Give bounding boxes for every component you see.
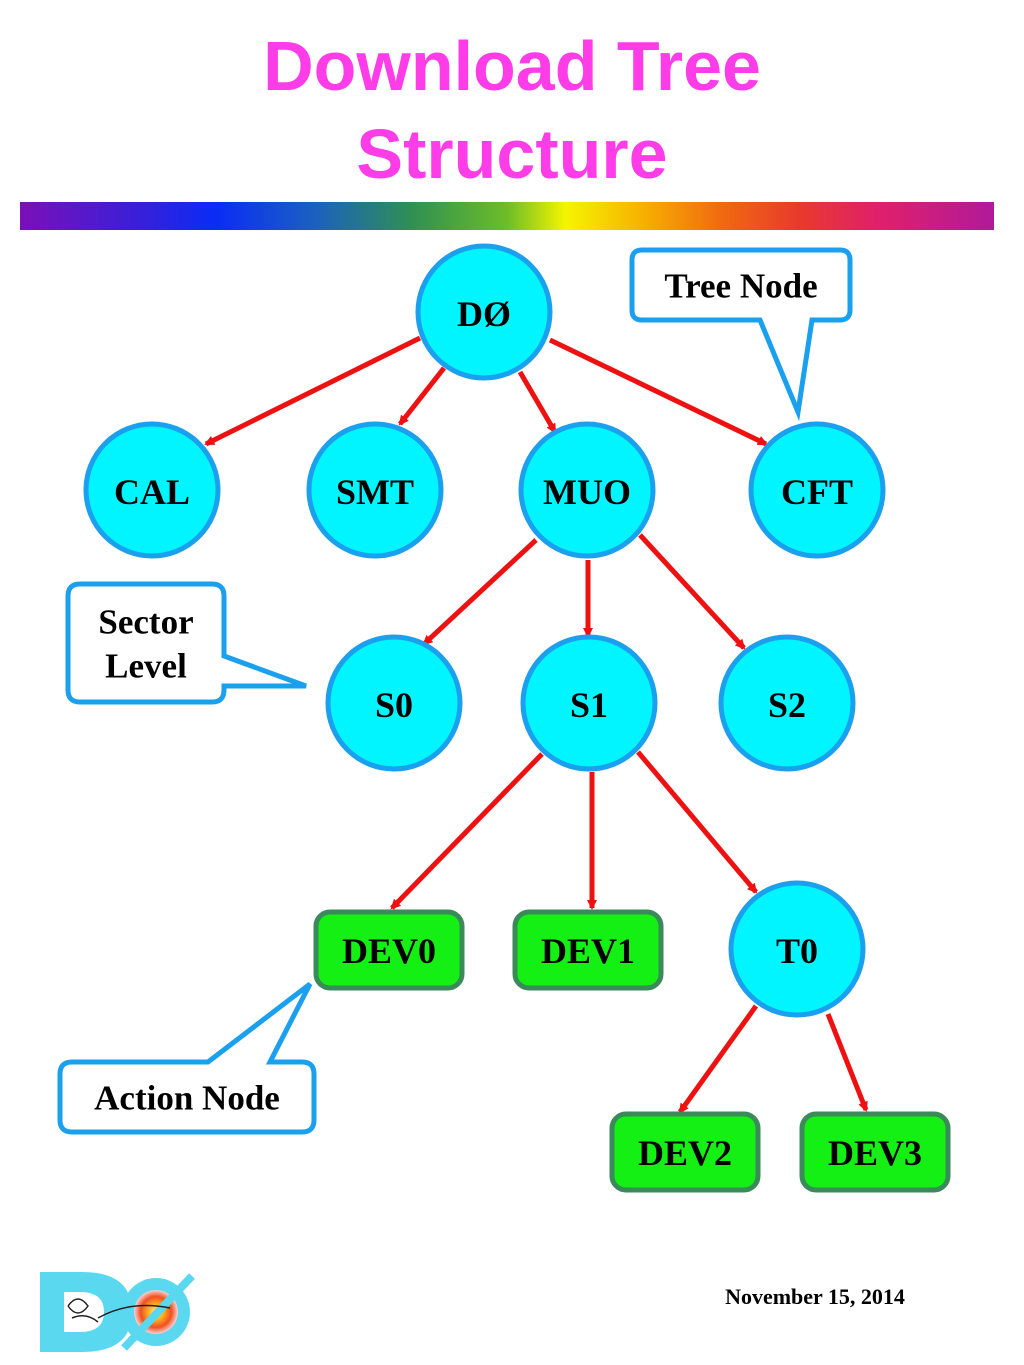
edge-d0-cft [548,337,768,447]
slide-date: November 15, 2014 [725,1284,905,1309]
title-line-1: Download Tree [263,27,761,105]
edge-muo-s2 [638,533,746,650]
tree-nodes [83,243,886,1018]
node-dev2-label: DEV2 [638,1133,732,1173]
node-dev3[interactable] [799,1111,951,1193]
d0-logo [40,1272,195,1352]
edge-s1-dev0 [390,752,544,910]
node-cal[interactable] [83,421,221,559]
edge-s1-t0 [636,750,758,894]
tree-edges [204,335,869,1114]
callout-sector-level-line2: Level [105,647,187,686]
node-smt[interactable] [306,421,444,559]
node-cft[interactable] [748,421,886,559]
callout-tree-node-label: Tree Node [664,267,817,306]
node-dev1-label: DEV1 [541,931,635,971]
node-s0[interactable] [325,634,463,772]
node-s2-label: S2 [768,685,806,725]
slide-title: Download Tree Structure [0,22,1024,198]
node-t0-label: T0 [776,931,818,971]
node-dev2[interactable] [609,1111,761,1193]
node-cft-label: CFT [781,472,853,512]
node-dev0-label: DEV0 [342,931,436,971]
node-muo-label: MUO [543,472,631,512]
edge-d0-cal [204,335,422,447]
callout-tree-node: Tree Node [629,247,853,422]
callout-action-node: Action Node [57,982,317,1135]
node-dev1[interactable] [512,909,664,991]
node-s0-label: S0 [375,685,413,725]
edge-t0-dev2 [677,1004,759,1114]
node-dev3-label: DEV3 [828,1133,922,1173]
node-muo[interactable] [518,421,656,559]
node-t0[interactable] [728,880,866,1018]
rainbow-divider [20,202,994,230]
node-s1-label: S1 [570,685,608,725]
edge-t0-dev3 [825,1013,869,1112]
node-dev0[interactable] [313,909,465,991]
edge-d0-smt [398,366,446,426]
edge-muo-s0 [422,538,538,646]
callout-sector-level: Sector Level [65,581,307,705]
callout-action-node-label: Action Node [94,1079,280,1118]
callout-sector-level-line1: Sector [98,603,193,642]
node-cal-label: CAL [114,472,190,512]
node-smt-label: SMT [336,472,414,512]
node-d0-label: DØ [457,294,511,334]
action-nodes [313,909,951,1193]
title-line-2: Structure [356,115,668,193]
node-d0[interactable] [415,243,553,381]
node-s2[interactable] [718,634,856,772]
node-labels: DØ CAL SMT MUO CFT S0 S1 S2 T0 DEV0 DEV1… [114,294,922,1173]
node-s1[interactable] [520,634,658,772]
edge-d0-muo [517,370,558,434]
